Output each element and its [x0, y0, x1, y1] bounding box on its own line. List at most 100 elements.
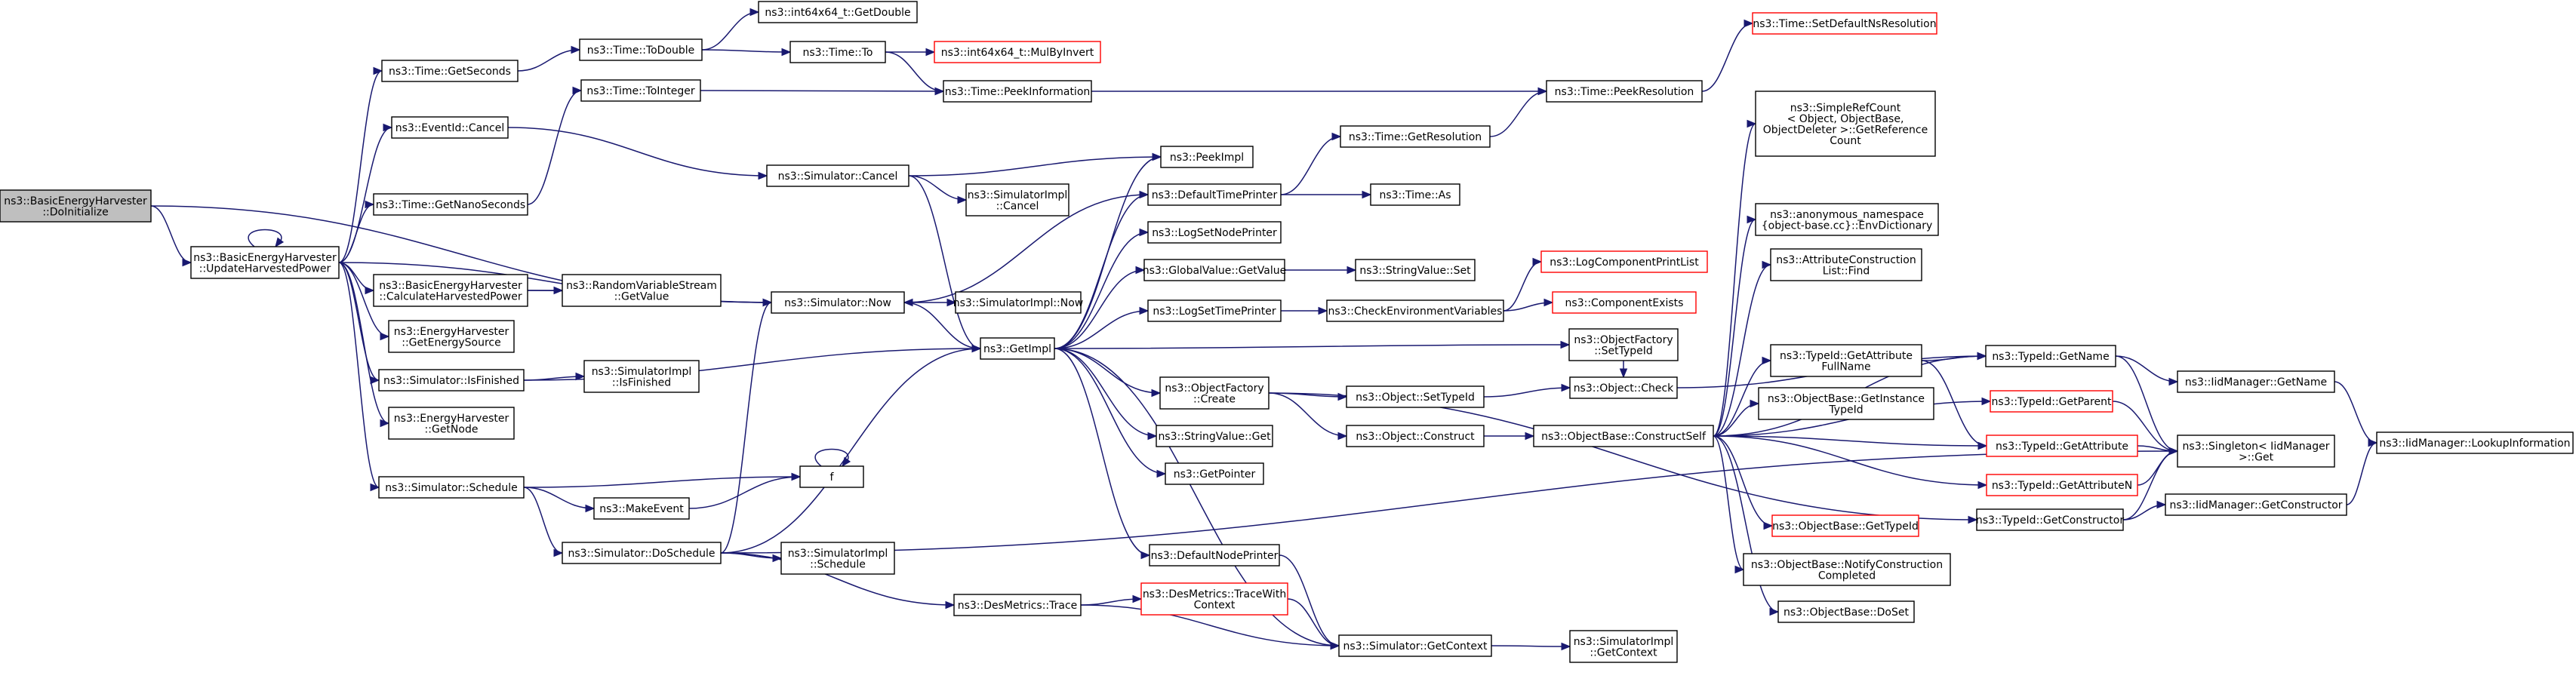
edge-line	[1054, 194, 1149, 349]
node-mulbyinvert[interactable]: ns3::int64x64_t::MulByInvert	[934, 41, 1101, 63]
node-label: ns3::SimulatorImpl	[1574, 636, 1674, 648]
node-tointeger[interactable]: ns3::Time::ToInteger	[580, 79, 701, 102]
call-edge-typeidgetconstructor-to-singletonget	[2122, 447, 2179, 520]
node-objbasegettypeid[interactable]: ns3::ObjectBase::GetTypeId	[1771, 514, 1919, 537]
node-calcpower[interactable]: ns3::BasicEnergyHarvester::CalculateHarv…	[373, 274, 528, 307]
node-deftimeprinter[interactable]: ns3::DefaultTimePrinter	[1147, 183, 1282, 206]
node-stringvalueget[interactable]: ns3::StringValue::Get	[1156, 425, 1273, 447]
node-iidgetconstructor[interactable]: ns3::IidManager::GetConstructor	[2165, 493, 2347, 516]
node-getseconds[interactable]: ns3::Time::GetSeconds	[381, 60, 519, 82]
node-box	[1338, 634, 1492, 657]
node-makeevent[interactable]: ns3::MakeEvent	[593, 497, 690, 520]
node-getenergysource[interactable]: ns3::EnergyHarvester::GetEnergySource	[388, 320, 515, 353]
node-getpointer[interactable]: ns3::GetPointer	[1165, 462, 1264, 485]
node-label: ::GetNode	[425, 423, 479, 435]
node-objfactorysettypeid[interactable]: ns3::ObjectFactory::SetTypeId	[1568, 328, 1679, 361]
node-objcheck[interactable]: ns3::Object::Check	[1569, 376, 1678, 399]
node-label: ns3::TypeId::GetAttribute	[1780, 350, 1913, 362]
node-timeto[interactable]: ns3::Time::To	[789, 41, 886, 63]
call-edge-getimpl-to-peekimpl	[1054, 152, 1162, 349]
node-simimplgetcontext[interactable]: ns3::SimulatorImpl::GetContext	[1569, 630, 1678, 663]
node-getattribute[interactable]: ns3::TypeId::GetAttribute	[1986, 435, 2138, 457]
node-objsettypeid[interactable]: ns3::Object::SetTypeId	[1346, 385, 1485, 408]
node-rvsgetvalue[interactable]: ns3::RandomVariableStream::GetValue	[562, 274, 722, 307]
node-logsetnodeprinter[interactable]: ns3::LogSetNodePrinter	[1147, 221, 1282, 244]
node-doinit[interactable]: ns3::BasicEnergyHarvester::DoInitialize	[0, 189, 152, 223]
node-simimplisfinished[interactable]: ns3::SimulatorImpl::IsFinished	[583, 360, 700, 393]
node-peekresolution[interactable]: ns3::Time::PeekResolution	[1546, 80, 1703, 103]
node-simimplcancel[interactable]: ns3::SimulatorImpl::Cancel	[965, 183, 1069, 216]
node-logsettimeprinter[interactable]: ns3::LogSetTimePrinter	[1147, 299, 1282, 322]
node-box	[1568, 328, 1679, 361]
node-objfactorycreate[interactable]: ns3::ObjectFactory::Create	[1159, 376, 1270, 410]
node-compexists[interactable]: ns3::ComponentExists	[1552, 291, 1697, 314]
node-doschedule[interactable]: ns3::Simulator::DoSchedule	[562, 542, 722, 564]
node-simgetcontext[interactable]: ns3::Simulator::GetContext	[1338, 634, 1492, 657]
node-setdefaultnsres[interactable]: ns3::Time::SetDefaultNsResolution	[1752, 12, 1937, 35]
call-edge-f-to-f	[814, 448, 851, 468]
edge-line	[1701, 23, 1753, 92]
edge-arrowhead	[971, 344, 982, 353]
node-objconstruct[interactable]: ns3::Object::Construct	[1346, 425, 1485, 447]
call-edge-typeidgetname-to-iidgetname	[2115, 355, 2179, 386]
node-envdictionary[interactable]: ns3::anonymous_namespace{object-base.cc}…	[1755, 203, 1939, 236]
node-checkenv[interactable]: ns3::CheckEnvironmentVariables	[1326, 299, 1504, 322]
node-box	[1156, 425, 1273, 447]
node-notifyconstruction[interactable]: ns3::ObjectBase::NotifyConstructionCompl…	[1743, 553, 1951, 586]
node-peekimpl[interactable]: ns3::PeekImpl	[1160, 146, 1254, 168]
node-label: ns3::Simulator::GetContext	[1343, 640, 1488, 653]
node-simcancel[interactable]: ns3::Simulator::Cancel	[766, 164, 909, 187]
node-timeas[interactable]: ns3::Time::As	[1370, 183, 1460, 206]
node-box	[593, 497, 690, 520]
node-logcompprintlist[interactable]: ns3::LogComponentPrintList	[1540, 250, 1708, 273]
node-isfinished[interactable]: ns3::Simulator::IsFinished	[378, 369, 525, 392]
node-peekinfo[interactable]: ns3::Time::PeekInformation	[943, 80, 1092, 103]
node-typeidgetconstructor[interactable]: ns3::TypeId::GetConstructor	[1976, 508, 2124, 531]
node-defnodeprinter[interactable]: ns3::DefaultNodePrinter	[1149, 544, 1280, 567]
node-schedule[interactable]: ns3::Simulator::Schedule	[378, 476, 525, 499]
node-evcancel[interactable]: ns3::EventId::Cancel	[391, 116, 509, 139]
node-typeidgetname[interactable]: ns3::TypeId::GetName	[1985, 345, 2116, 367]
node-getresolution[interactable]: ns3::Time::GetResolution	[1340, 125, 1491, 148]
node-f[interactable]: f	[799, 465, 864, 488]
call-edge-typeidgetconstructor-to-iidgetconstructor	[2122, 500, 2167, 520]
node-simimplnow[interactable]: ns3::SimulatorImpl::Now	[953, 291, 1084, 314]
node-getnode[interactable]: ns3::EnergyHarvester::GetNode	[388, 407, 515, 440]
node-desmetricstrace[interactable]: ns3::DesMetrics::Trace	[953, 594, 1082, 616]
node-update[interactable]: ns3::BasicEnergyHarvester::UpdateHarvest…	[190, 246, 340, 279]
node-typeidgetparent[interactable]: ns3::TypeId::GetParent	[1990, 390, 2113, 413]
node-label: ns3::Time::As	[1379, 189, 1451, 201]
node-stringvalueset[interactable]: ns3::StringValue::Set	[1355, 259, 1476, 281]
node-box	[1355, 259, 1476, 281]
node-constructself[interactable]: ns3::ObjectBase::ConstructSelf	[1533, 425, 1714, 447]
edge-line	[1268, 392, 1347, 437]
call-edge-deftimeprinter-to-timeas	[1280, 190, 1372, 199]
node-getimpl[interactable]: ns3::GetImpl	[980, 337, 1055, 360]
node-globalvaluegetvalue[interactable]: ns3::GlobalValue::GetValue	[1143, 259, 1286, 281]
node-singletonget[interactable]: ns3::Singleton< IidManager >::Get	[2177, 435, 2335, 468]
node-iidgetname[interactable]: ns3::IidManager::GetName	[2177, 370, 2335, 393]
node-iidlookupinfo[interactable]: ns3::IidManager::LookupInformation	[2376, 431, 2574, 454]
edge-line	[150, 205, 192, 263]
node-todouble[interactable]: ns3::Time::ToDouble	[579, 38, 703, 61]
node-getattributen[interactable]: ns3::TypeId::GetAttributeN	[1986, 474, 2138, 496]
node-box	[789, 41, 886, 63]
node-label: ns3::Object::Construct	[1356, 431, 1475, 443]
node-simnow[interactable]: ns3::Simulator::Now	[771, 291, 905, 314]
node-objbasedoset[interactable]: ns3::ObjectBase::DoSet	[1777, 600, 1915, 623]
node-label: ns3::TypeId::GetParent	[1992, 396, 2112, 408]
call-edge-update-to-update	[248, 229, 285, 248]
node-getnanos[interactable]: ns3::Time::GetNanoSeconds	[373, 193, 528, 216]
node-int64getdouble[interactable]: ns3::int64x64_t::GetDouble	[758, 1, 918, 23]
node-box	[1552, 291, 1697, 314]
node-simplerefcount[interactable]: ns3::SimpleRefCount< Object, ObjectBase,…	[1755, 91, 1936, 157]
call-edge-getresolution-to-peekresolution	[1489, 87, 1548, 137]
node-box	[373, 193, 528, 216]
node-simimplschedule[interactable]: ns3::SimulatorImpl::Schedule	[780, 542, 895, 575]
node-box	[2177, 435, 2335, 468]
edge-arrowhead	[383, 123, 393, 132]
